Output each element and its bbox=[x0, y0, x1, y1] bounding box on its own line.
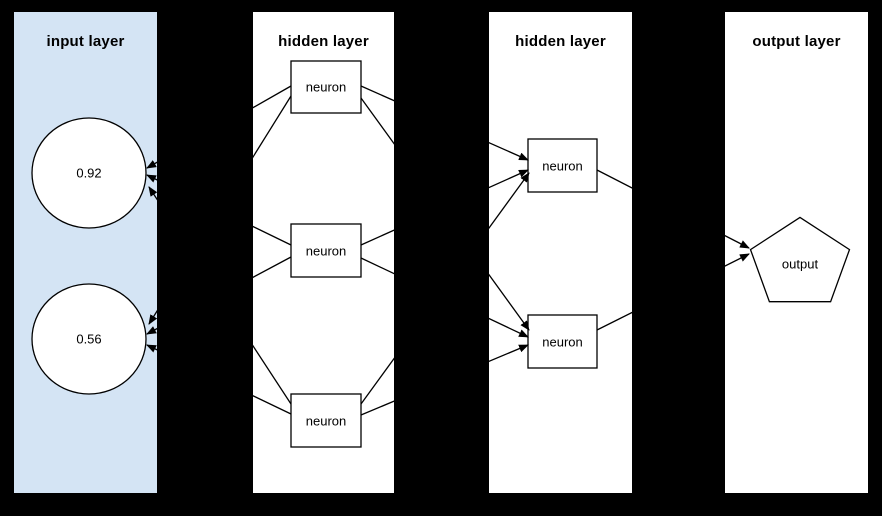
layer-title-input-layer: input layer bbox=[46, 33, 125, 50]
layer-title-output-layer: output layer bbox=[752, 33, 841, 50]
node-label-hidden1-neuron-3: neuron bbox=[305, 413, 347, 428]
node-label-hidden2-neuron-2: neuron bbox=[542, 334, 583, 349]
layer-panel-hidden-layer-2 bbox=[488, 11, 633, 494]
node-label-input-node-1: 0.92 bbox=[76, 165, 102, 181]
node-label-output-node: output bbox=[781, 256, 819, 272]
layer-panel-input-layer bbox=[13, 11, 158, 494]
layer-title-hidden-layer-1: hidden layer bbox=[278, 33, 369, 50]
node-label-hidden1-neuron-2: neuron bbox=[305, 243, 347, 258]
node-label-input-node-2: 0.56 bbox=[76, 331, 102, 347]
node-label-hidden1-neuron-1: neuron bbox=[305, 79, 347, 95]
layer-title-hidden-layer-2: hidden layer bbox=[515, 33, 606, 50]
layer-panel-output-layer bbox=[724, 11, 869, 494]
node-label-hidden2-neuron-1: neuron bbox=[542, 158, 583, 173]
